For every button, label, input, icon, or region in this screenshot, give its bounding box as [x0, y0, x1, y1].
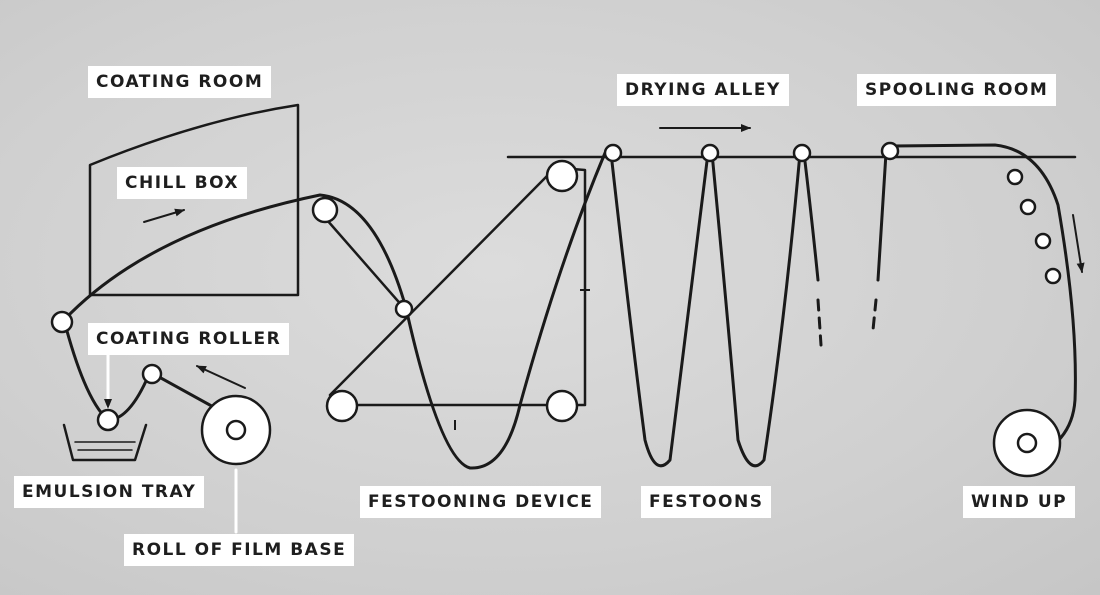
coating-roller — [96, 408, 120, 432]
label-drying-alley: DRYING ALLEY — [617, 74, 789, 106]
festoon-dash-2 — [871, 298, 878, 332]
idler-roller — [50, 310, 74, 334]
spool-roller-3 — [1034, 232, 1052, 250]
festoon-tail-1 — [802, 151, 820, 282]
spool-roller-4 — [1044, 267, 1062, 285]
label-coating-roller: COATING ROLLER — [88, 323, 290, 355]
label-wind-up: WIND UP — [963, 486, 1076, 518]
coating-room-enclosure — [88, 103, 300, 297]
festoon-loop-2 — [710, 151, 802, 468]
emulsion-tray — [62, 423, 148, 462]
guide-roller — [141, 363, 163, 385]
label-festooning-device: FESTOONING DEVICE — [360, 486, 602, 518]
film-base-arrow — [196, 365, 246, 389]
festoon-top-roller-3 — [792, 143, 812, 163]
label-chill-box: CHILL BOX — [117, 167, 248, 199]
chill-box-arrow — [143, 208, 185, 223]
festoon-top-roller-2 — [700, 143, 720, 163]
festoon-dash-1 — [816, 298, 823, 347]
wind-up-roll-core — [1016, 432, 1038, 454]
coated-film-path — [62, 151, 607, 470]
spool-roller-1 — [1006, 168, 1024, 186]
label-coating-room: COATING ROOM — [88, 66, 272, 98]
spool-roller-2 — [1019, 198, 1037, 216]
wind-up-arrow — [1072, 214, 1085, 273]
festoon-device-roller-top — [545, 159, 579, 193]
label-emulsion-tray: EMULSION TRAY — [14, 476, 205, 508]
festoon-device-roller-br — [545, 389, 579, 423]
festoon-device-roller-small — [394, 299, 414, 319]
label-festoons: FESTOONS — [641, 486, 772, 518]
label-roll-of-film-base: ROLL OF FILM BASE — [124, 534, 355, 566]
chill-box-roller — [311, 196, 339, 224]
spooling-path — [890, 143, 1077, 462]
festoon-tail-2 — [876, 151, 888, 282]
festoon-loop-1 — [609, 151, 710, 468]
festooning-frame — [328, 166, 587, 407]
label-spooling-room: SPOOLING ROOM — [857, 74, 1057, 106]
festoon-top-roller-4 — [880, 141, 900, 161]
festooning-link — [318, 210, 406, 310]
festoon-device-roller-bl — [325, 389, 359, 423]
festoon-top-roller-1 — [603, 143, 623, 163]
film-base-roll-core — [225, 419, 247, 441]
